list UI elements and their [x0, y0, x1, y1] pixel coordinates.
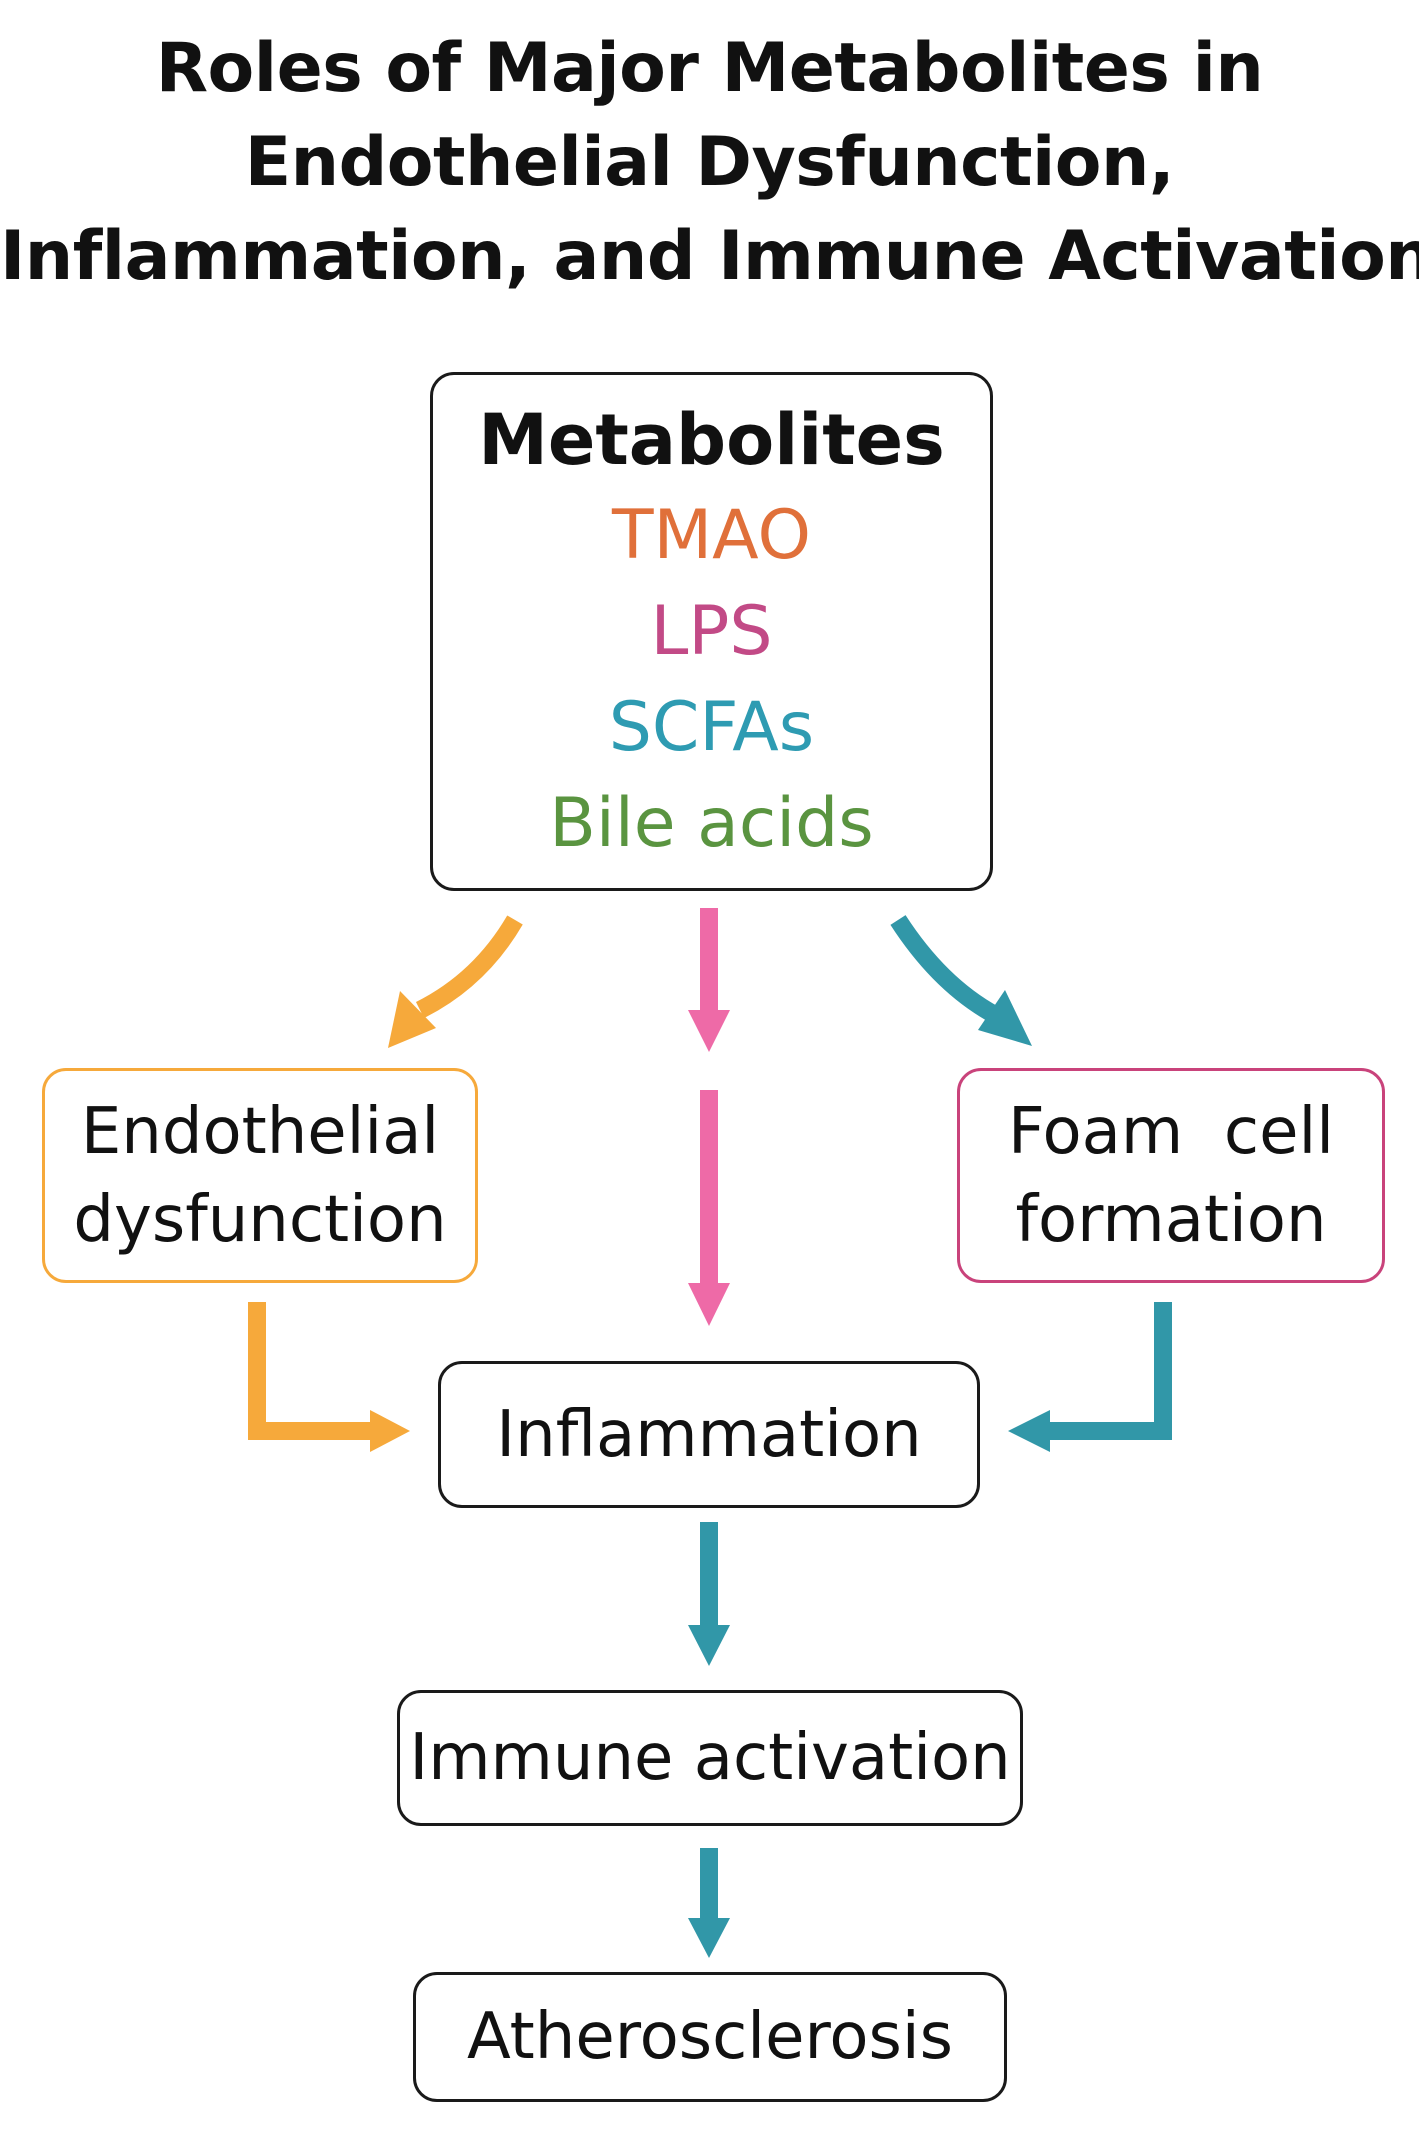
metabolite-scfas: SCFAs	[608, 687, 815, 767]
foam-cell-formation-box: Foam cell formation	[957, 1068, 1385, 1283]
metabolite-tmao: TMAO	[611, 495, 812, 575]
metabolite-bile-acids: Bile acids	[549, 783, 874, 863]
foam-label-line-2: formation	[1015, 1182, 1327, 1257]
arrow-endothelial-to-inflammation	[248, 1302, 370, 1440]
arrow-pink-to-inflammation-head	[688, 1283, 730, 1326]
arrow-immune-to-atherosclerosis-head	[688, 1918, 730, 1958]
arrow-foam-to-inflammation	[1050, 1302, 1172, 1440]
arrow-metabolites-to-foam-head	[978, 990, 1032, 1046]
diagram-title-line-3: Inflammation, and Immune Activation	[0, 217, 1419, 296]
arrow-metabolites-to-endothelial	[415, 915, 523, 1019]
arrow-metabolites-to-endothelial-head	[388, 991, 436, 1048]
endothelial-label-line-1: Endothelial	[80, 1094, 440, 1169]
arrow-metabolites-to-foam	[890, 915, 1000, 1023]
metabolite-lps: LPS	[650, 591, 773, 671]
atherosclerosis-box: Atherosclerosis	[413, 1972, 1007, 2102]
foam-label-line-1: Foam cell	[1007, 1094, 1335, 1169]
inflammation-label: Inflammation	[496, 1397, 922, 1472]
endothelial-label-line-2: dysfunction	[73, 1182, 447, 1257]
immune-activation-box: Immune activation	[397, 1690, 1023, 1826]
arrow-inflammation-to-immune-head	[688, 1625, 730, 1666]
diagram-title-line-1: Roles of Major Metabolites in	[155, 29, 1264, 108]
diagram-title-line-2: Endothelial Dysfunction,	[244, 123, 1175, 202]
atherosclerosis-label: Atherosclerosis	[467, 2000, 953, 2074]
metabolites-heading: Metabolites	[478, 398, 945, 481]
immune-activation-label: Immune activation	[409, 1721, 1011, 1795]
endothelial-dysfunction-box: Endothelial dysfunction	[42, 1068, 478, 1283]
metabolites-box: Metabolites TMAO LPS SCFAs Bile acids	[430, 372, 993, 891]
arrow-foam-to-inflammation-head	[1008, 1410, 1050, 1452]
inflammation-box: Inflammation	[438, 1361, 980, 1508]
arrow-metabolites-down-upper-head	[688, 1010, 730, 1052]
arrow-endothelial-to-inflammation-head	[370, 1410, 410, 1452]
